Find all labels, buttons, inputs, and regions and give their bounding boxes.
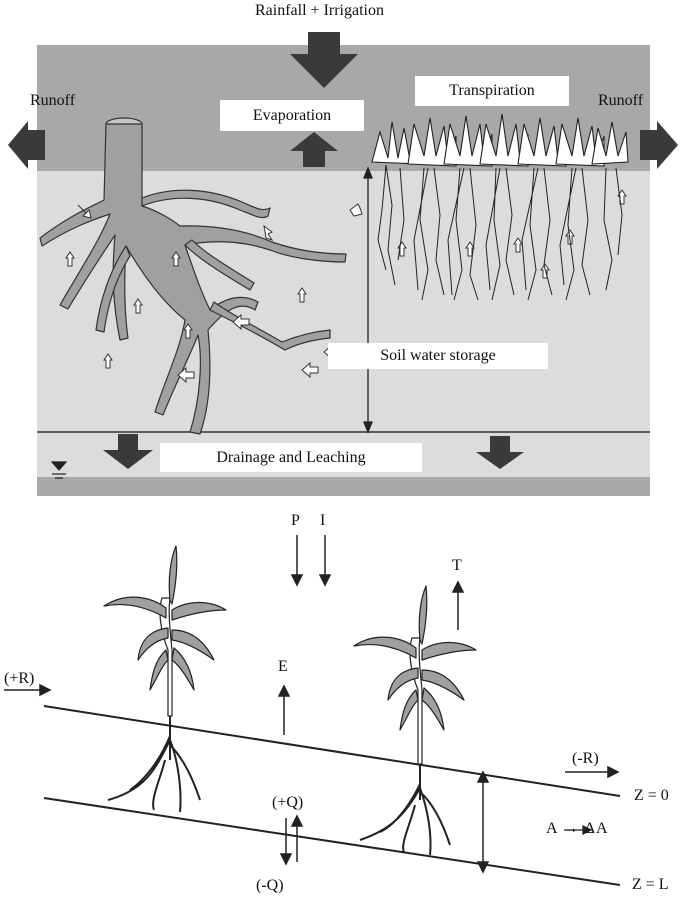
runoff-left-label: Runoff [30,92,76,109]
maize-plant-left [103,545,227,717]
surface-line-z0 [43,705,621,797]
e-label: E [278,658,288,675]
maize-roots-left [107,716,201,813]
evaporation-e-arrow [277,684,291,735]
rainfall-arrow [290,32,358,88]
inflow-r-arrow [4,683,52,697]
evaporation-arrow [290,132,338,167]
a-delta-text: A → ΔA [546,820,609,837]
drainage-arrow-left [103,434,153,469]
runoff-left-arrow [8,121,45,169]
minus-q-label: (-Q) [256,877,284,894]
precip-irrigation-arrows [290,535,332,587]
maize-roots-right [359,764,451,856]
a-delta-arrow [564,824,593,836]
i-label: I [320,512,326,529]
maize-plant-right [353,585,477,765]
z0-label: Z = 0 [634,787,669,804]
p-label: P [291,512,300,529]
bottom-line-zl [43,797,621,886]
runoff-right-label: Runoff [598,92,644,109]
evaporation-label: Evaporation [220,100,364,131]
plus-q-label: (+Q) [272,794,304,811]
grass-root-system [377,164,623,301]
storage-depth-arrow [363,166,373,434]
drainage-leaching-label: Drainage and Leaching [160,443,422,472]
grass-tufts [371,113,629,167]
tree-root-system [39,117,347,435]
runoff-right-arrow [640,121,678,169]
plus-r-label: (+R) [4,670,35,687]
drainage-arrow-right [476,436,524,469]
minus-r-label: (-R) [572,750,599,767]
zl-label: Z = L [632,876,669,893]
transpiration-t-arrow [451,580,465,630]
a-delta-label: A → ΔA [546,820,609,838]
soil-water-storage-label: Soil water storage [328,343,548,369]
t-label: T [452,557,462,574]
profile-depth-arrow [476,770,490,874]
transpiration-label: Transpiration [415,76,569,106]
rainfall-irrigation-label: Rainfall + Irrigation [255,2,384,19]
bedrock-band [37,477,650,496]
water-table-icon [50,461,68,479]
flux-q-arrows [279,814,304,866]
outflow-r-arrow [565,765,620,779]
